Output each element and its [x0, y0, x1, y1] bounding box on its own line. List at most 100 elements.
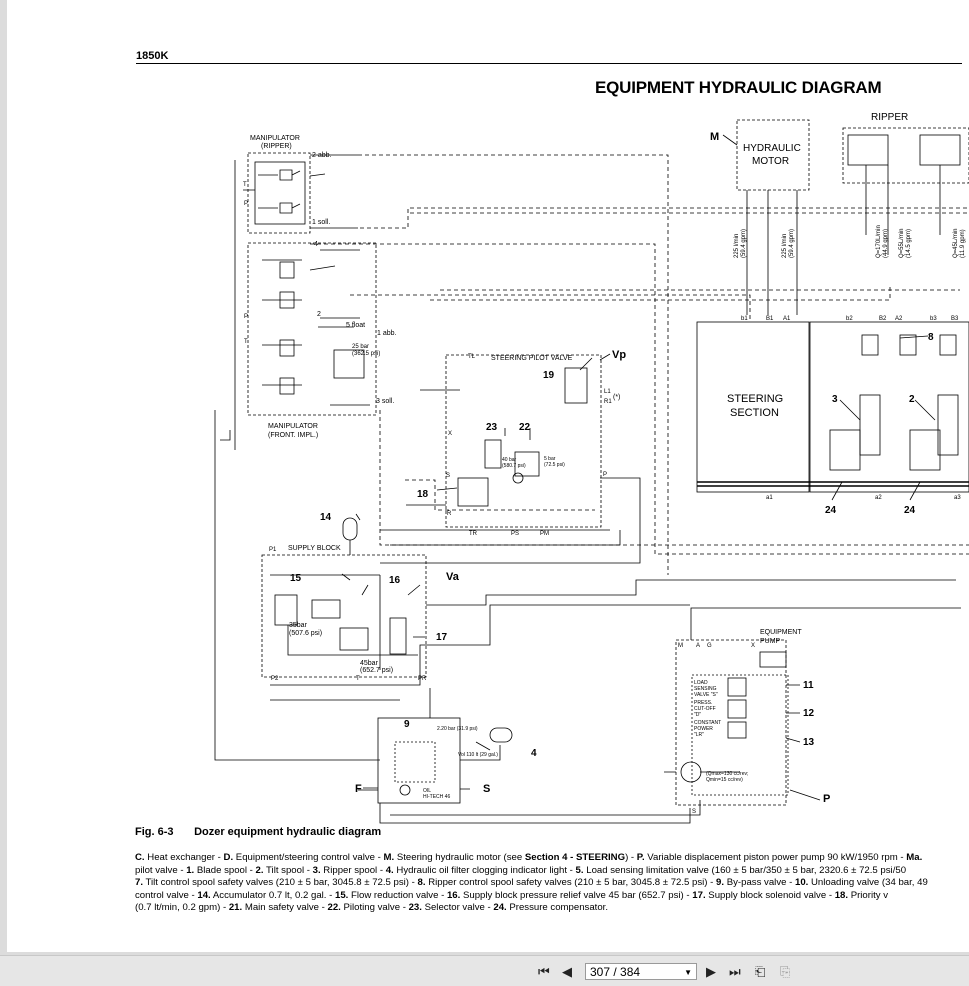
lbl-b2: b2 — [846, 316, 853, 322]
lbl-3: 3 — [832, 394, 838, 405]
legend-key: 8. — [417, 877, 426, 889]
lbl-abb1: 1 abb. — [377, 330, 397, 337]
legend-desc: Ripper control spool safety valves (210 … — [425, 877, 717, 889]
legend-desc: Accumulator 0.7 lt, 0.2 gal. - — [210, 889, 335, 901]
lbl-P2-supply: P2 — [271, 676, 279, 682]
lbl-manip-front-1: MANIPULATOR — [268, 423, 318, 430]
lbl-pc-3: "D" — [694, 712, 701, 718]
last-page-icon[interactable]: ⏭ — [729, 964, 741, 979]
lbl-soll1: 1 soll. — [312, 219, 330, 226]
lbl-float5: 5 float — [346, 322, 365, 329]
lbl-B2: B2 — [879, 316, 887, 322]
model-label: 1850K — [136, 50, 169, 62]
valve-18 — [457, 477, 489, 507]
lbl-hyd-motor-2: MOTOR — [752, 156, 789, 167]
hydraulic-motor-box — [736, 119, 810, 191]
legend-text: C. Heat exchanger - D. Equipment/steerin… — [135, 852, 965, 915]
lbl-P1: P — [244, 201, 248, 207]
legend-key: 4. — [385, 864, 394, 876]
legend-desc: Main safety valve - — [242, 902, 328, 914]
lbl-flow3-1: Q=170L/min — [876, 225, 882, 258]
lbl-pump-note-2: Qmin=15 cc/rev) — [706, 777, 743, 783]
lbl-flow1-1: 225 l/min — [734, 234, 740, 258]
lbl-12: 12 — [803, 708, 815, 719]
lbl-B3: B3 — [951, 316, 959, 322]
lbl-soll3: 3 soll. — [376, 398, 394, 405]
figure-number: Fig. 6-3 — [135, 826, 174, 838]
figure-caption-text: Dozer equipment hydraulic diagram — [194, 826, 382, 838]
prev-page-icon[interactable]: ◀ — [562, 964, 572, 979]
lbl-supply-block: SUPPLY BLOCK — [288, 545, 341, 552]
chevron-down-icon: ▼ — [684, 968, 692, 977]
legend-key: 9. — [716, 877, 725, 889]
legend-key: C. — [135, 852, 145, 863]
page-number-select[interactable]: 307 / 384 ▼ — [585, 963, 697, 980]
lbl-14: 14 — [320, 512, 332, 523]
lbl-cp-2: POWER — [694, 726, 713, 732]
legend-key: P. — [636, 852, 645, 863]
next-page-icon[interactable]: ▶ — [706, 964, 716, 979]
lbl-a3: a3 — [954, 495, 961, 501]
lbl-steering-1: STEERING — [727, 393, 783, 405]
legend-desc: Priority v — [848, 889, 889, 901]
legend-desc: Piloting valve - — [340, 902, 409, 914]
lbl-P-valve: P — [603, 472, 607, 478]
spool-3 — [859, 394, 881, 456]
lbl-L1: L1 — [604, 389, 611, 395]
legend-key: Ma. — [906, 852, 923, 863]
legend-key: 3. — [312, 864, 321, 876]
forward-view-icon[interactable]: ⎘ — [780, 964, 791, 979]
lbl-flow4-2: (14.5 gpm) — [906, 229, 912, 258]
accumulator-14 — [342, 517, 358, 541]
legend-desc: Steering hydraulic motor (see — [394, 852, 525, 863]
legend-line: (0.7 lt/min, 0.2 gpm) - 21. Main safety … — [135, 902, 965, 915]
legend-key: 1. — [186, 864, 195, 876]
lbl-pump-A: A — [696, 643, 700, 649]
lbl-cp-1: CONSTANT — [694, 720, 721, 726]
lbl-bar40-1: 40 bar — [502, 457, 517, 463]
lbl-pump-X: X — [751, 643, 755, 649]
lbl-steering-2: SECTION — [730, 407, 779, 419]
lbl-22: 22 — [519, 422, 531, 433]
equipment-pump-box — [675, 639, 787, 806]
legend-desc: (0.7 lt/min, 0.2 gpm) - — [135, 902, 229, 914]
spool-2 — [937, 394, 959, 456]
lbl-flow5-1: Q=45L/min — [953, 228, 959, 258]
legend-desc: Heat exchanger - — [144, 852, 224, 863]
legend-desc: By-pass valve - — [724, 877, 795, 889]
lbl-ripper: RIPPER — [871, 112, 908, 123]
lbl-flow2-1: 225 l/min — [782, 234, 788, 258]
valve-22 — [514, 451, 540, 477]
legend-key: 7. — [135, 877, 144, 889]
lbl-11: 11 — [803, 680, 814, 691]
lbl-F: F — [355, 783, 362, 795]
ripper-cylinders — [842, 127, 969, 255]
first-page-icon[interactable]: ⏮ — [538, 964, 550, 979]
lbl-Va: Va — [446, 571, 460, 583]
legend-key: 21. — [228, 902, 243, 914]
legend-desc: Hydraulic oil filter clogging indicator … — [393, 864, 576, 876]
legend-desc: Supply block pressure relief valve 45 ba… — [460, 889, 693, 901]
lbl-P2: P — [244, 314, 248, 320]
lbl-Vp: Vp — [612, 349, 626, 361]
lbl-24b: 24 — [904, 505, 916, 516]
lbl-bar35-2: (507.6 psi) — [289, 630, 322, 637]
legend-desc: Equipment/steering control valve - — [233, 852, 384, 863]
lbl-M: M — [710, 131, 719, 143]
legend-desc: Tilt control spool safety valves (210 ± … — [143, 877, 418, 889]
valve-23 — [484, 439, 502, 469]
lbl-manip-front-2: (FRONT. IMPL.) — [268, 432, 318, 439]
legend-desc: Load sensing limitation valve (160 ± 5 b… — [583, 864, 907, 876]
legend-desc: Blade spool - — [194, 864, 256, 876]
lbl-flow3-2: (44.9 gpm) — [883, 229, 889, 258]
lbl-pc-1: PRESS. — [694, 700, 712, 706]
legend-line: control valve - 14. Accumulator 0.7 lt, … — [135, 890, 965, 903]
lbl-R1: R1 — [604, 399, 612, 405]
legend-key: 5. — [575, 864, 584, 876]
legend-key: 24. — [493, 902, 507, 914]
lbl-19: 19 — [543, 370, 555, 381]
lbl-oil-2: HI-TECH 46 — [423, 794, 450, 800]
legend-key: D. — [223, 852, 234, 863]
hydraulic-diagram: MANIPULATOR (RIPPER) 2 abb. 1 soll. 4 2 … — [214, 112, 969, 824]
back-view-icon[interactable]: ⎗ — [755, 964, 766, 979]
